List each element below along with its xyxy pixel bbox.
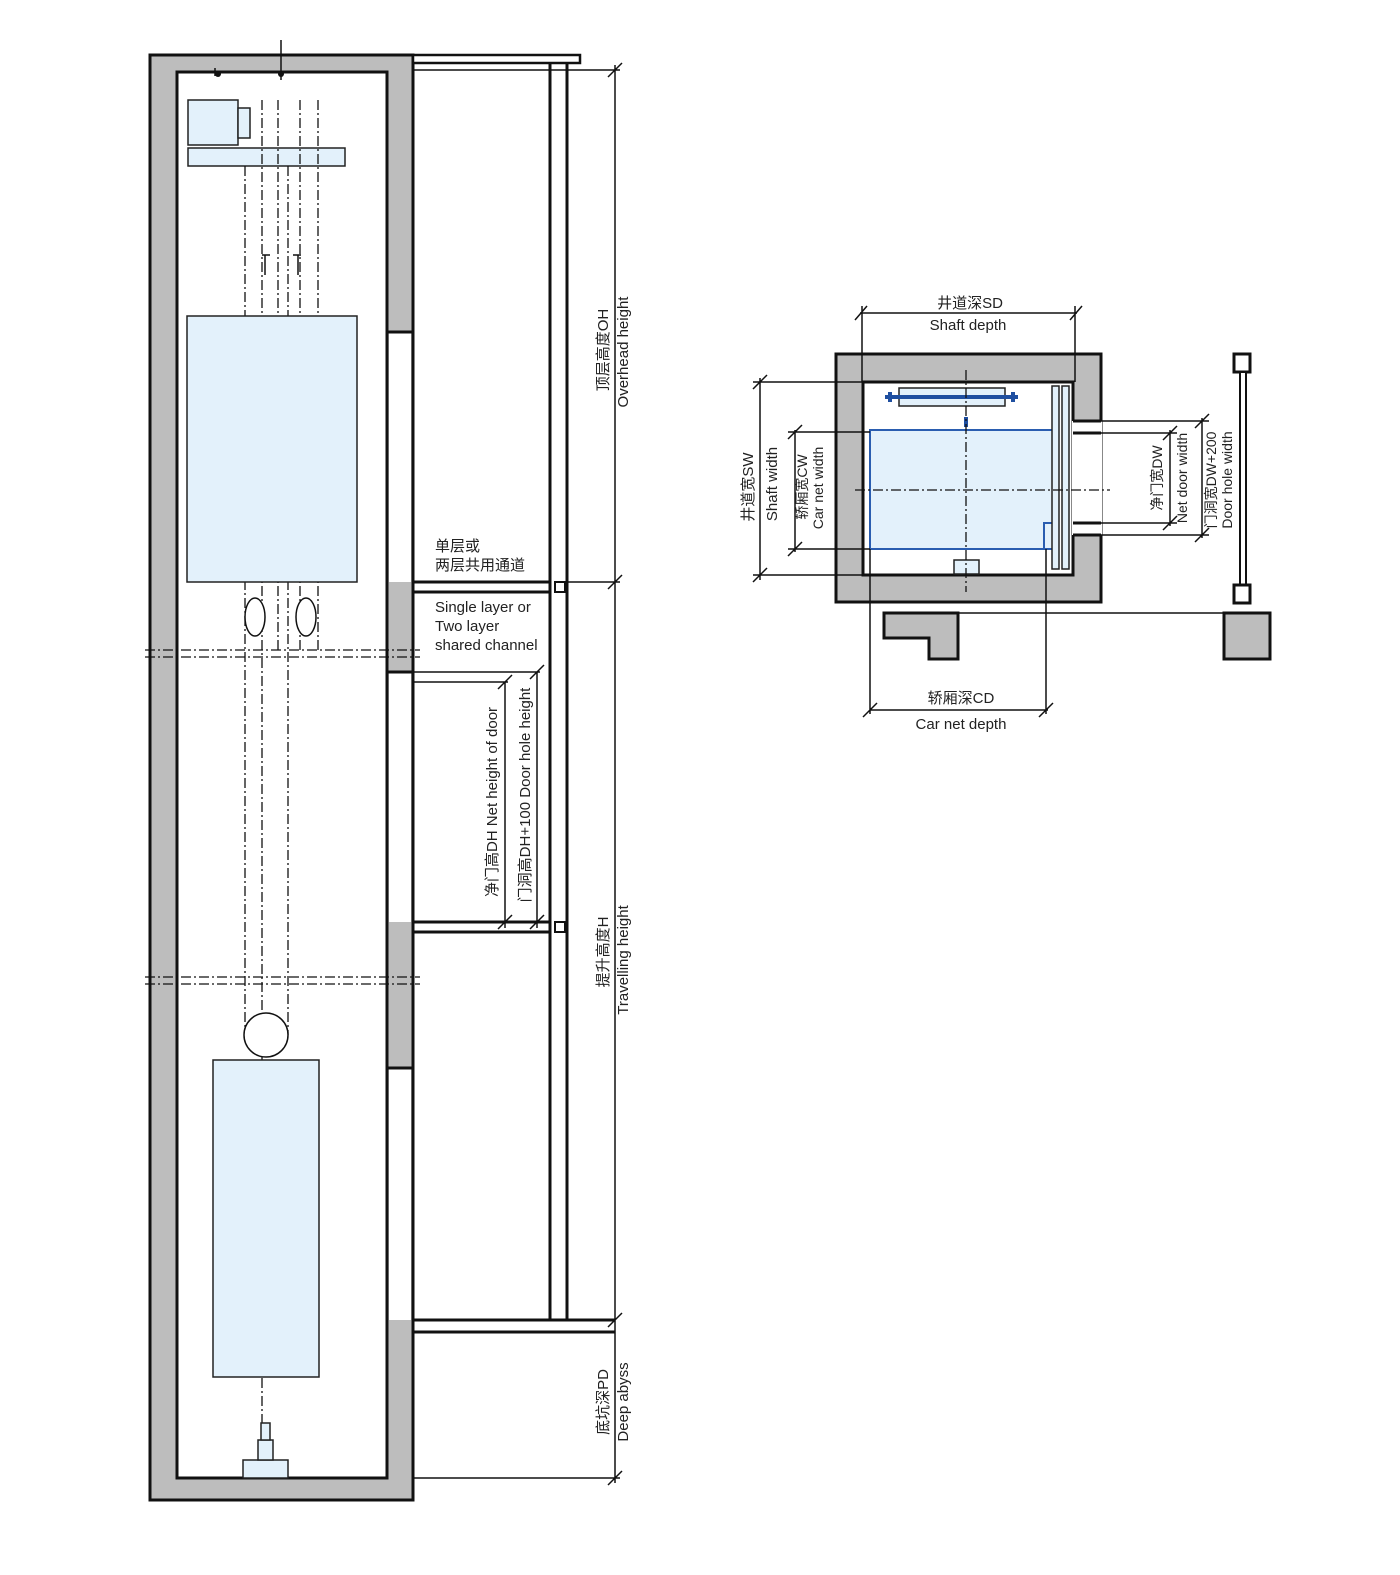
channel-label-en-2: Two layer — [435, 618, 499, 635]
car-pulley — [244, 597, 266, 637]
shaft-width-cn: 井道宽SW — [740, 452, 757, 522]
counterweight-pulley — [243, 1012, 289, 1058]
door-frame — [1232, 583, 1252, 605]
elevation-view: 顶层高度OH Overhead height 提升高度H Travelling … — [145, 40, 632, 1502]
pit-label-en: Deep abyss — [615, 1362, 632, 1441]
shaft-depth-cn: 井道深SD — [937, 295, 1003, 312]
wall-stub — [1222, 611, 1272, 661]
channel-label-cn-2: 两层共用通道 — [435, 557, 525, 574]
plan-view: 井道深SD Shaft depth 井道宽SW Shaft width 轿厢宽C… — [740, 295, 1272, 733]
channel-label-en-1: Single layer or — [435, 599, 531, 616]
buffer — [260, 1422, 271, 1441]
travel-label-en: Travelling height — [615, 904, 632, 1014]
door-opening-mid — [389, 672, 411, 922]
slab-node — [554, 921, 566, 933]
machine-base — [187, 147, 346, 167]
door-opening-top — [389, 332, 411, 582]
counterweight — [212, 1059, 320, 1378]
shaft-width-en: Shaft width — [764, 447, 781, 521]
motor — [237, 107, 251, 139]
slab-node — [554, 581, 566, 593]
pit-label-cn: 底坑深PD — [595, 1369, 612, 1435]
car-width-cn: 轿厢宽CW — [794, 454, 810, 520]
net-door-width-en: Net door width — [1174, 433, 1190, 523]
channel-label-en-3: shared channel — [435, 637, 538, 654]
rope-hitch — [262, 254, 301, 275]
roof-slab — [411, 53, 582, 65]
floor-slabs — [413, 580, 615, 1334]
door-panel — [1061, 385, 1070, 570]
opening-edges — [387, 72, 415, 1320]
rails-plan — [885, 392, 1018, 427]
overhead-label-en: Overhead height — [615, 296, 632, 408]
plan-centerlines — [855, 370, 1110, 592]
shaft-depth-en: Shaft depth — [930, 317, 1007, 334]
car-depth-en: Car net depth — [916, 716, 1007, 733]
door-jambs — [1073, 419, 1101, 537]
channel-label-cn-1: 单层或 — [435, 538, 480, 555]
door-hole-width-cn: 门洞宽DW+200 — [1203, 431, 1219, 528]
wall-stub — [882, 611, 960, 661]
door-frame — [1232, 352, 1252, 374]
net-door-width-cn: 净门宽DW — [1149, 445, 1165, 511]
door-hole-width-en: Door hole width — [1219, 431, 1235, 528]
car-width-en: Car net width — [810, 447, 826, 529]
buffer — [242, 1459, 289, 1479]
overhead-label-cn: 顶层高度OH — [595, 309, 612, 392]
plan-door-opening — [1072, 421, 1102, 535]
dimension-lines — [413, 62, 623, 1486]
car-depth-cn: 轿厢深CD — [928, 690, 995, 707]
car-elevation — [186, 315, 358, 583]
door-panel — [1051, 385, 1060, 570]
car-pulley — [295, 597, 317, 637]
door-opening-low — [389, 1068, 411, 1320]
door-hole-height-label: 门洞高DH+100 Door hole height — [517, 687, 534, 903]
travel-label-cn: 提升高度H — [595, 917, 612, 988]
door-frame — [1239, 371, 1247, 586]
traction-machine — [187, 99, 239, 146]
door-net-height-label: 净门高DH Net height of door — [484, 707, 501, 897]
building-columns — [548, 63, 569, 1320]
plan-dimension-lines — [752, 305, 1210, 718]
buffer — [257, 1439, 274, 1461]
